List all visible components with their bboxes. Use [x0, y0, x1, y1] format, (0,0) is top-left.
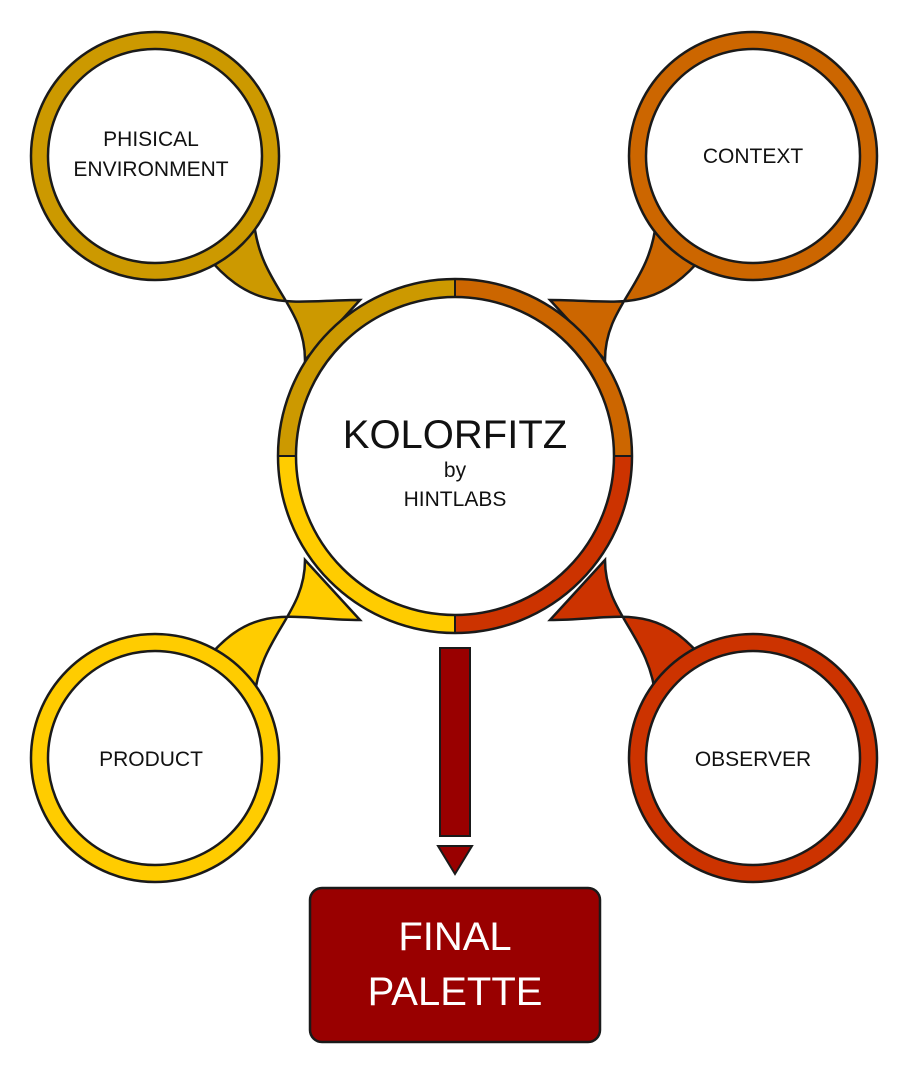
node-physical-environment: PHISICAL ENVIRONMENT: [29, 30, 363, 364]
node-product: PRODUCT: [29, 556, 363, 884]
final-palette-box: FINAL PALETTE: [308, 886, 602, 1044]
hub-by: by: [444, 459, 467, 482]
label-context: CONTEXT: [703, 145, 804, 168]
hub-title: KOLORFITZ: [343, 413, 567, 457]
arrow-head: [436, 845, 474, 876]
label-observer: OBSERVER: [695, 748, 811, 771]
hub-company: HINTLABS: [404, 488, 507, 511]
hub-quadrant-bottom-right: [455, 456, 632, 633]
hub-quadrant-bottom-left: [278, 456, 455, 633]
center-hub: KOLORFITZ by HINTLABS: [276, 277, 634, 635]
circle-top-right: [644, 47, 862, 265]
down-arrow: [436, 647, 474, 876]
label-physical: PHISICAL: [103, 128, 199, 151]
circle-bottom-left: [46, 649, 264, 867]
connector-bottom-left: [204, 556, 363, 703]
hub-inner-circle: [294, 295, 616, 617]
hub-quadrant-top-right: [455, 279, 632, 456]
final-label-line1: FINAL: [398, 915, 511, 959]
final-label-line2: PALETTE: [368, 970, 543, 1014]
connector-bottom-right: [547, 556, 706, 703]
arrow-shaft: [439, 647, 471, 837]
node-context: CONTEXT: [547, 30, 879, 364]
hub-quadrant-top-left: [278, 279, 455, 456]
final-palette-rect: [308, 886, 602, 1044]
circle-bottom-right: [644, 649, 862, 867]
circle-top-left: [46, 47, 264, 265]
node-observer: OBSERVER: [547, 556, 879, 884]
label-product: PRODUCT: [99, 748, 203, 771]
label-environment: ENVIRONMENT: [73, 158, 228, 181]
